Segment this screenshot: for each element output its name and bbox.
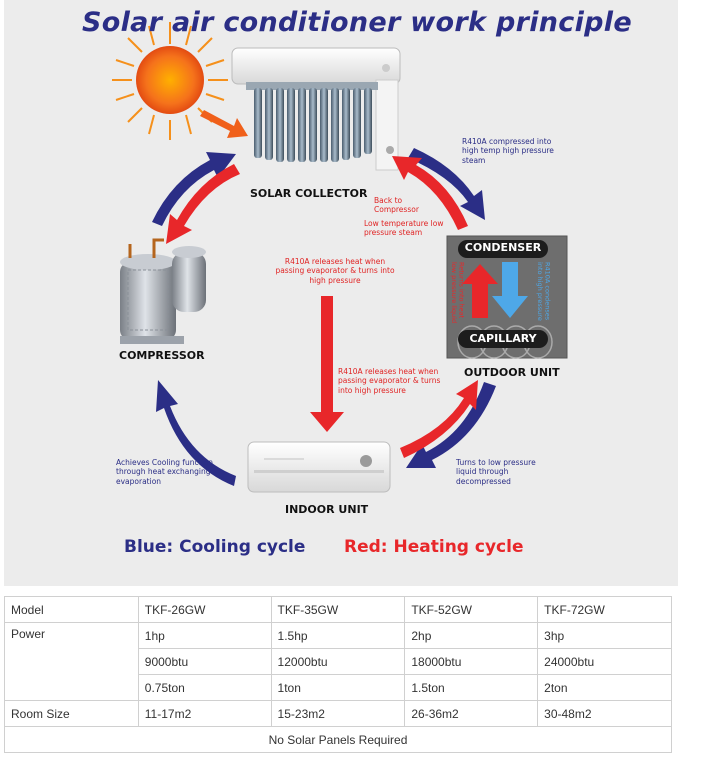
red-arrow-down-to-indoor <box>310 296 344 432</box>
table-cell: 18000btu <box>404 648 539 675</box>
blue-arrow-collector-to-outdoor <box>408 148 485 220</box>
solar-ac-diagram: Solar air conditioner work principle SOL… <box>4 0 678 586</box>
sun-icon <box>112 22 228 140</box>
table-cell: TKF-35GW <box>270 596 406 623</box>
condenser-left-note: Returns into heat low pressure liquid <box>450 262 466 324</box>
compressor-unit <box>120 238 206 344</box>
table-cell: 1.5ton <box>404 674 539 701</box>
table-cell: TKF-52GW <box>404 596 539 623</box>
blue-arrow-outdoor-to-indoor <box>406 382 496 468</box>
sunlight-arrow <box>200 110 248 138</box>
solar-collector-label: SOLAR COLLECTOR <box>250 187 368 200</box>
condenser-right-note: R410A condenses into high pressure <box>536 262 552 321</box>
red-arrow-collector-to-compressor <box>166 164 240 244</box>
table-cell: Room Size <box>4 700 139 727</box>
solar-collector-unit <box>231 47 401 171</box>
table-row: No Solar Panels Required <box>4 726 672 753</box>
low-temp-note: Low temperature low pressure steam <box>364 219 444 238</box>
indoor-unit <box>247 441 391 493</box>
diagram-title: Solar air conditioner work principle <box>82 7 632 38</box>
table-cell: 3hp <box>537 622 672 649</box>
red-arrow-outdoor-to-collector <box>392 156 468 230</box>
table-cell: 2ton <box>537 674 672 701</box>
outdoor-unit <box>446 235 568 359</box>
table-cell: 24000btu <box>537 648 672 675</box>
table-cell: TKF-26GW <box>137 596 272 623</box>
table-cell: 9000btu <box>137 648 272 675</box>
releases-heat-note-bottom: R410A releases heat when passing evapora… <box>338 367 441 395</box>
compressed-note: R410A compressed into high temp high pre… <box>462 137 554 165</box>
cooling-function-note: Achieves Cooling function through heat e… <box>116 458 214 486</box>
spec-table: Model TKF-26GW TKF-35GW TKF-52GW TKF-72G… <box>4 596 672 753</box>
table-cell: 0.75ton <box>137 674 272 701</box>
table-row: Room Size 11-17m2 15-23m2 26-36m2 30-48m… <box>4 700 672 727</box>
releases-heat-note-top: R410A releases heat when passing evapora… <box>275 257 395 285</box>
compressor-label: COMPRESSOR <box>119 349 205 362</box>
back-to-compressor-note: Back to Compressor <box>374 196 419 215</box>
blue-arrow-indoor-to-compressor <box>156 380 236 486</box>
legend-cooling: Blue: Cooling cycle <box>124 537 306 557</box>
low-pressure-note: Turns to low pressure liquid through dec… <box>456 458 536 486</box>
table-cell: 1ton <box>270 674 406 701</box>
red-arrow-indoor-to-outdoor <box>400 380 478 458</box>
outdoor-unit-label: OUTDOOR UNIT <box>464 366 560 379</box>
table-cell: TKF-72GW <box>537 596 672 623</box>
table-cell: 11-17m2 <box>137 700 272 727</box>
table-cell: 12000btu <box>270 648 406 675</box>
cooling-cycle-arrows <box>152 148 496 486</box>
heating-cycle-arrows <box>166 156 478 458</box>
table-footer-note: No Solar Panels Required <box>4 726 672 753</box>
table-row: Power 1hp 1.5hp 2hp 3hp <box>4 622 672 701</box>
blue-arrow-compressor-to-collector <box>152 152 236 226</box>
table-row: Model TKF-26GW TKF-35GW TKF-52GW TKF-72G… <box>4 596 672 623</box>
table-cell: Model <box>4 596 139 623</box>
table-cell: 15-23m2 <box>270 700 406 727</box>
table-cell: 2hp <box>404 622 539 649</box>
capillary-label: CAPILLARY <box>469 332 537 345</box>
table-cell: Power <box>4 622 139 701</box>
legend-heating: Red: Heating cycle <box>344 537 524 557</box>
table-row: 9000btu 12000btu 18000btu 24000btu <box>5 648 672 675</box>
table-cell: 30-48m2 <box>537 700 672 727</box>
table-cell: 1.5hp <box>270 622 406 649</box>
condenser-label: CONDENSER <box>464 241 542 254</box>
diagram-graphics <box>112 22 568 493</box>
table-cell: 26-36m2 <box>404 700 539 727</box>
table-cell: 1hp <box>137 622 272 649</box>
indoor-unit-label: INDOOR UNIT <box>285 503 369 516</box>
table-row: 0.75ton 1ton 1.5ton 2ton <box>5 674 672 701</box>
